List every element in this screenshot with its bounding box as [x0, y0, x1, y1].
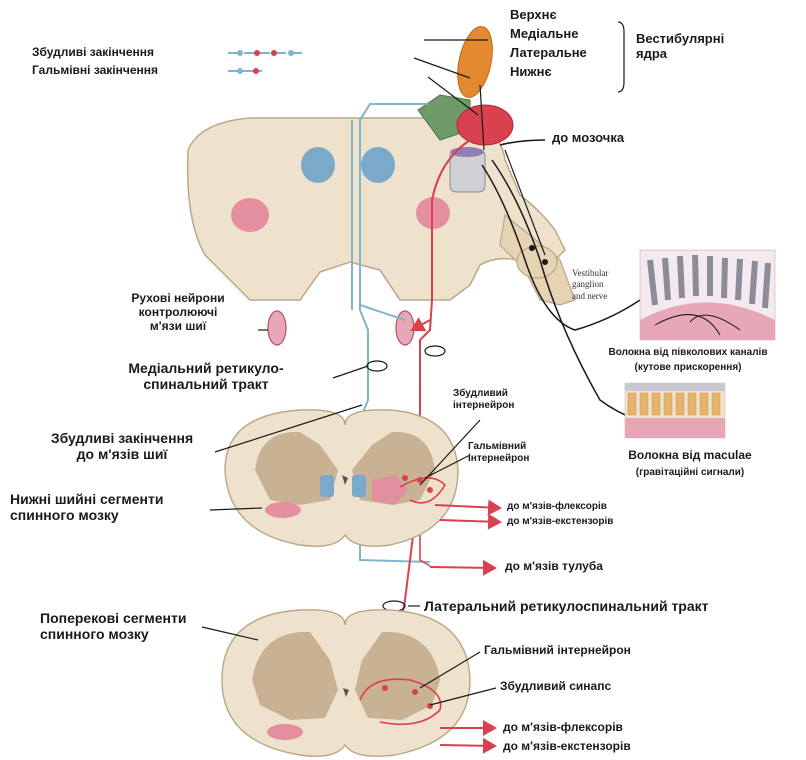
label-to-flexors-lumbar: до м'язів-флексорів — [503, 721, 623, 735]
macula-hair-cells — [625, 383, 725, 438]
medial-tract-marker — [367, 361, 387, 371]
label-canal-fibers-note: (кутове прискорення) — [578, 362, 798, 374]
label-canal-fibers: Волокна від півколових каналів — [578, 347, 798, 359]
superior-nucleus — [452, 23, 498, 100]
canal-hair-cells — [640, 250, 775, 340]
blue-nucleus-left — [301, 147, 335, 183]
label-macula-fibers: Волокна від maculae — [570, 449, 806, 463]
label-medial-tract: Медіальний ретикуло- спинальний тракт — [78, 360, 334, 392]
neck-motor-neuron-left — [268, 311, 286, 345]
legend-excitatory-label: Збудливі закінчення — [32, 46, 154, 60]
label-vestibular-ganglion: Vestibular ganglion and nerve — [572, 268, 609, 302]
label-to-trunk: до м'язів тулуба — [505, 560, 603, 574]
label-lateral-tract: Латеральний ретикулоспинальний тракт — [424, 598, 709, 614]
label-to-cerebellum: до мозочка — [552, 131, 624, 146]
neck-motor-neuron-right — [396, 311, 414, 345]
fiber-to-cerebellum — [500, 140, 545, 145]
label-inhibitory-interneuron-2: Гальмівний інтернейрон — [484, 644, 631, 658]
legend-inhibitory-arrows — [228, 68, 262, 74]
label-to-flexors-cervical: до м'язів-флексорів — [507, 501, 607, 513]
label-vestibular-nuclei: Вестибулярні ядра — [636, 32, 724, 62]
label-to-extensors-lumbar: до м'язів-екстензорів — [503, 740, 631, 754]
label-macula-fibers-note: (гравітаційні сигнали) — [570, 467, 806, 479]
blue-nucleus-right — [361, 147, 395, 183]
label-cervical-segments: Нижні шийні сегменти спинного мозку — [10, 491, 163, 523]
legend-inhibitory-label: Гальмівні закінчення — [32, 64, 158, 78]
legend-excitatory-arrows — [228, 50, 302, 56]
label-excitatory-interneuron: Збудливий інтернейрон — [453, 388, 514, 411]
label-lateral-nucleus: Латеральне — [510, 46, 587, 61]
label-superior-nucleus: Верхнє — [510, 8, 557, 23]
label-neck-motor-neurons: Рухові нейрони контролюючі м'язи шиї — [98, 292, 258, 333]
lateral-nucleus — [457, 105, 513, 145]
label-lumbar-segments: Поперекові сегменти спинного мозку — [40, 610, 186, 642]
label-excitatory-synapse: Збудливий синапс — [500, 680, 611, 694]
label-to-extensors-cervical: до м'язів-екстензорів — [507, 516, 613, 528]
label-excitatory-neck: Збудливі закінчення до м'язів шиї — [26, 430, 218, 462]
label-inferior-nucleus: Нижнє — [510, 65, 552, 80]
pink-nucleus-left — [231, 198, 269, 232]
label-inhibitory-interneuron: Гальмівний інтернейрон — [468, 441, 529, 464]
label-medial-nucleus: Медіальне — [510, 27, 579, 42]
